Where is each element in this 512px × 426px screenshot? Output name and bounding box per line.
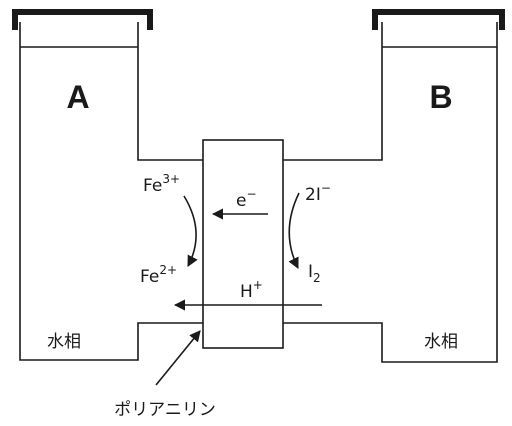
lid-left [12,9,153,30]
proton-flow: H+ [173,278,322,311]
iodine-curved-arrow [288,192,300,270]
aqueous-label-right: 水相 [424,332,458,352]
membrane-callout: ポリアニリン [114,330,216,420]
fe-curved-arrow [183,195,198,267]
iodide-oxidation: 2I− I2 [288,181,331,285]
membrane-pointer-arrow [155,330,201,386]
proton-label: H+ [240,278,263,302]
iodide-label: 2I− [305,181,331,205]
fe2-label: Fe2+ [140,263,177,287]
label-b: B [429,79,452,115]
electron-flow: e− [211,187,268,220]
electron-label: e− [236,187,257,211]
polyaniline-membrane [202,139,284,349]
compartment-b: B 水相 [283,9,505,363]
fe3-label: Fe3+ [143,172,180,196]
lid-right [372,9,505,30]
iron-reduction: Fe3+ Fe2+ [140,172,198,287]
compartment-a: A 水相 [12,9,203,361]
aqueous-label-left: 水相 [47,332,81,352]
label-a: A [66,79,89,115]
wall-right [283,22,498,363]
membrane-label: ポリアニリン [114,400,216,420]
wall-left [19,22,203,361]
iodine-label: I2 [308,262,321,285]
